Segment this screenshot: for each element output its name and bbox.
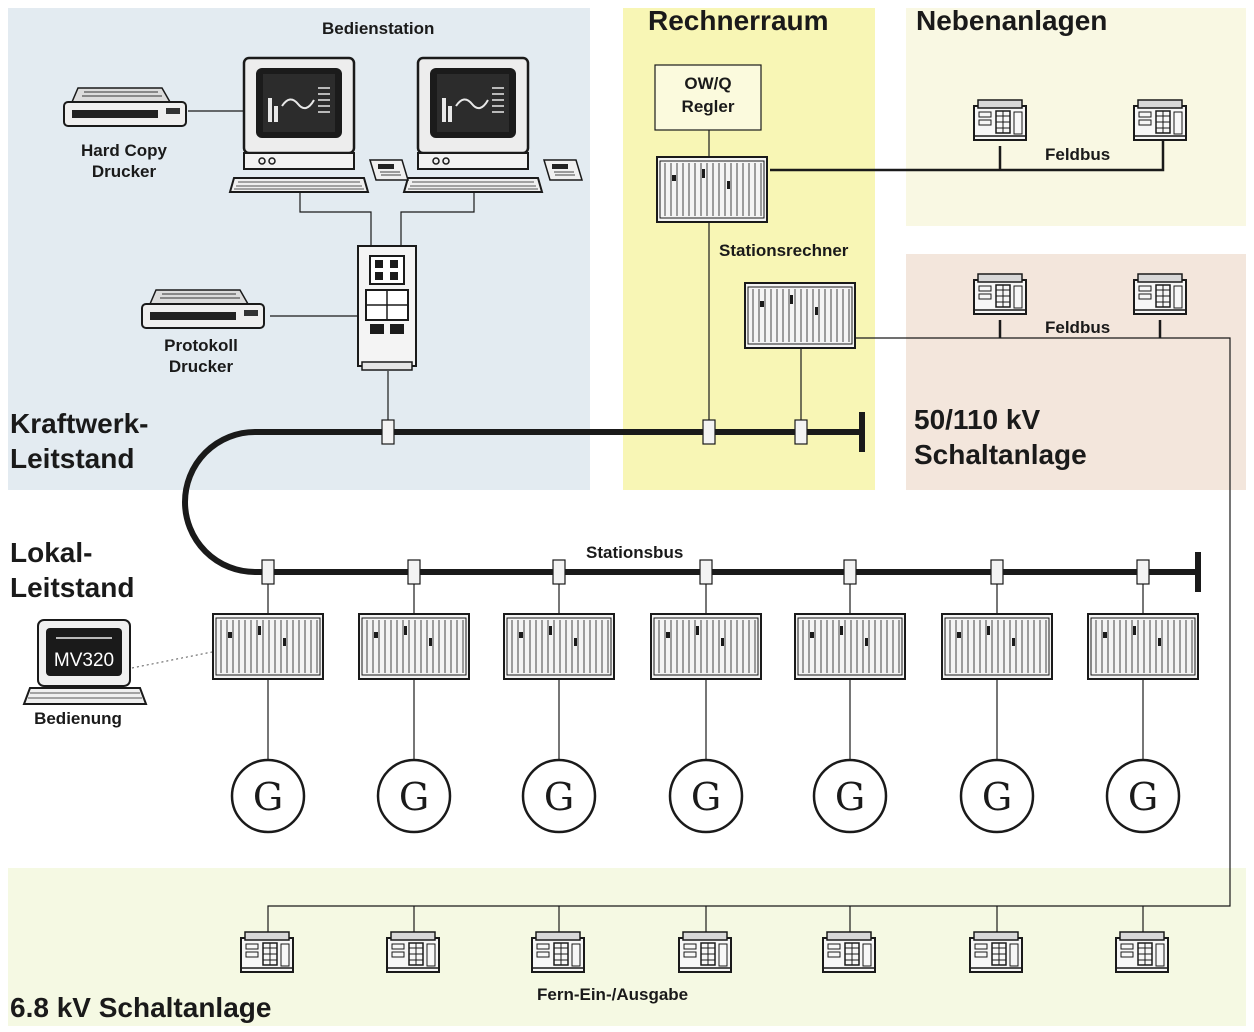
field-io-module-icon xyxy=(1115,931,1169,973)
terminal-icon: MV320 xyxy=(22,619,148,705)
generator-circle xyxy=(376,758,452,834)
field-io-module-icon xyxy=(678,931,732,973)
bus-couplers xyxy=(261,419,1150,585)
nebenanlagen-region xyxy=(906,8,1246,226)
nebenanlagen-title: Nebenanlagen xyxy=(916,5,1108,36)
field-io-module-icon xyxy=(973,99,1027,141)
generator-circle xyxy=(959,758,1035,834)
bedienung-label: Bedienung xyxy=(34,709,122,728)
kraftwerk-leitstand-line1: Kraftwerk- xyxy=(10,408,149,439)
generator-circle xyxy=(668,758,744,834)
schaltanlage-50-110-region xyxy=(906,254,1246,490)
connection-lines xyxy=(188,110,1231,932)
generator-label: G xyxy=(253,775,283,819)
fern-ein-ausgabe-label: Fern-Ein-/Ausgabe xyxy=(537,985,689,1004)
generator-circle xyxy=(521,758,597,834)
field-io-module-icon xyxy=(531,931,585,973)
control-rack-icon xyxy=(794,613,906,680)
handheld-keypad-icon xyxy=(369,159,409,181)
mv320-screen-label: MV320 xyxy=(54,650,114,671)
schaltanlage-50-110-line1: 50/110 kV xyxy=(914,404,1041,435)
generator-circle xyxy=(812,758,888,834)
lokal-terminal-link xyxy=(131,651,213,669)
network-coupler-cabinet-icon xyxy=(357,245,417,371)
lokal-leitstand-line2: Leitstand xyxy=(10,572,135,603)
stationsrechner-label: Stationsrechner xyxy=(719,241,849,260)
schaltanlage-50-110-title: 50/110 kV Schaltanlage xyxy=(914,402,1087,472)
control-rack-icon xyxy=(656,156,768,223)
hard-copy-drucker-label: Hard Copy Drucker xyxy=(81,140,167,182)
schaltanlage-6-8-region xyxy=(8,868,1246,1026)
lokal-leitstand-line1: Lokal- xyxy=(10,537,93,568)
field-io-module-icon xyxy=(1133,273,1187,315)
stationsbus-label: Stationsbus xyxy=(586,543,684,562)
hard-copy-drucker-line2: Drucker xyxy=(91,162,157,181)
main-bus xyxy=(182,429,1198,575)
handheld-keypad-icon xyxy=(543,159,583,181)
control-rack-icon xyxy=(358,613,470,680)
generator-circle xyxy=(1105,758,1181,834)
control-rack-icon xyxy=(650,613,762,680)
generator-label: G xyxy=(1128,775,1158,819)
generator-label: G xyxy=(544,775,574,819)
schaltanlage-6-8-title: 6.8 kV Schaltanlage xyxy=(10,992,272,1023)
generator-circle xyxy=(230,758,306,834)
field-io-module-icon xyxy=(973,273,1027,315)
field-io-module-icon xyxy=(969,931,1023,973)
field-io-module-icon xyxy=(1133,99,1187,141)
control-rack-icon xyxy=(212,613,324,680)
protokoll-drucker-line2: Drucker xyxy=(168,357,234,376)
field-io-module-icon xyxy=(240,931,294,973)
owq-regler-box xyxy=(654,64,762,131)
feldbus-top-label: Feldbus xyxy=(1045,145,1111,164)
kraftwerk-leitstand-title: Kraftwerk- Leitstand xyxy=(10,406,148,476)
lokal-leitstand-title: Lokal- Leitstand xyxy=(10,535,134,605)
stationsrechner-rack-icon xyxy=(744,282,856,349)
owq-regler-line1: OW/Q xyxy=(684,74,732,93)
control-rack-icon xyxy=(503,613,615,680)
owq-regler-label: OW/Q Regler xyxy=(682,72,735,118)
protokoll-drucker-label: Protokoll Drucker xyxy=(164,335,238,377)
generator-label: G xyxy=(399,775,429,819)
field-io-module-icon xyxy=(822,931,876,973)
feldbus-mid-label: Feldbus xyxy=(1045,318,1111,337)
rechnerraum-title: Rechnerraum xyxy=(648,5,829,36)
generator-label: G xyxy=(691,775,721,819)
schaltanlage-50-110-line2: Schaltanlage xyxy=(914,439,1087,470)
field-io-module-icon xyxy=(386,931,440,973)
feldbus-lines xyxy=(770,136,1165,338)
hard-copy-drucker-line1: Hard Copy xyxy=(81,141,167,160)
owq-regler-line2: Regler xyxy=(681,97,735,116)
kraftwerk-leitstand-line2: Leitstand xyxy=(10,443,135,474)
generator-label: G xyxy=(835,775,865,819)
control-rack-icon xyxy=(941,613,1053,680)
bedienstation-label: Bedienstation xyxy=(322,19,435,38)
protokoll-drucker-line1: Protokoll xyxy=(164,336,238,355)
generator-label: G xyxy=(982,775,1012,819)
control-rack-icon xyxy=(1087,613,1199,680)
